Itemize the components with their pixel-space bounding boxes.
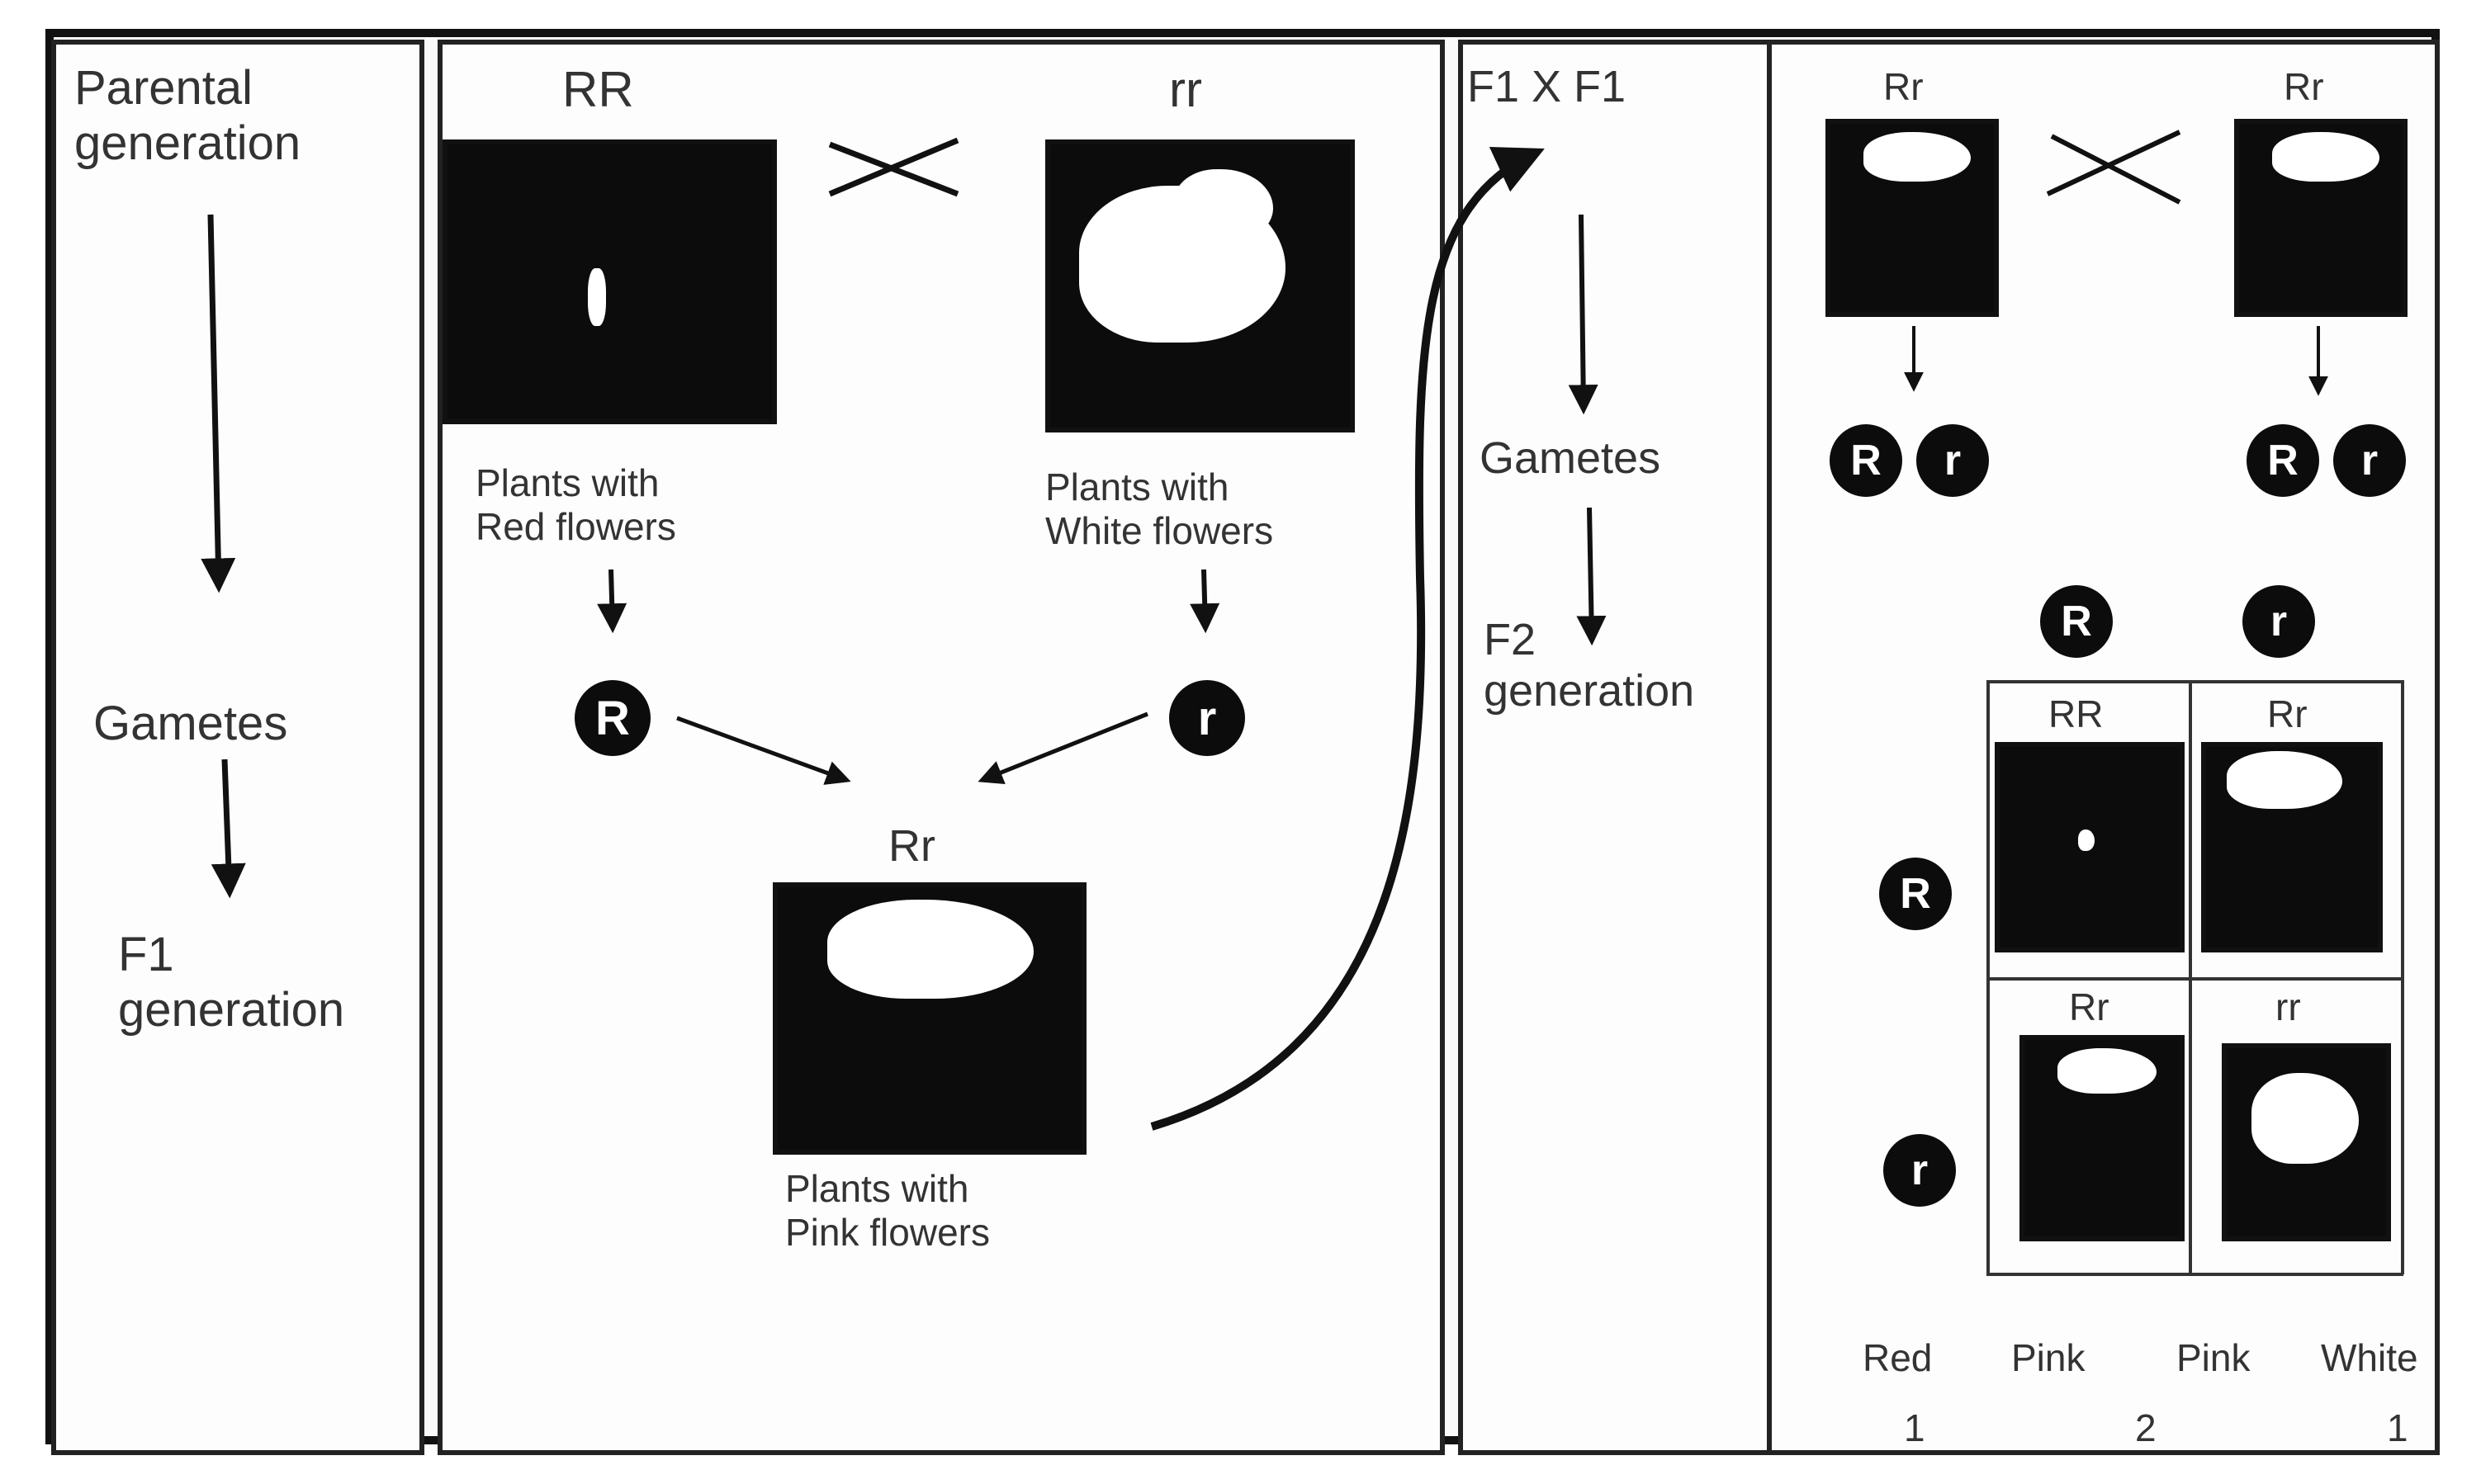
white-flower-plant-image [1045,139,1355,432]
punnett-column-header-R: R [2040,585,2113,658]
ratio-white: 1 [2387,1406,2408,1449]
gamete-r: r [1169,680,1245,756]
right-parent-genotype: Rr [2284,65,2324,108]
left-parent-genotype: Rr [1883,65,1924,108]
punnett-cell-Rr-top-label: Rr [2267,692,2308,735]
generation-labels-panel: Parental generation Gametes F1 generatio… [51,40,424,1455]
punnett-cell-RR-label: RR [2048,692,2104,735]
f2-cross-panel: Rr Rr R r R r R r R r RR Rr Rr rr Red Pi… [1767,40,2440,1455]
phenotype-red: Red [1863,1336,1933,1379]
right-gamete-R: R [2247,424,2319,497]
parental-cross-panel: RR rr Plants with Red flowers Plants wit… [438,40,1445,1455]
red-flower-plant-image [443,139,777,424]
punnett-Rr-pink-plant-image-2 [2019,1035,2185,1241]
punnett-Rr-pink-plant-image-1 [2201,742,2383,952]
punnett-column-header-r: r [2242,585,2315,658]
punnett-RR-red-plant-image [1995,742,2185,952]
gametes-label: Gametes [93,697,288,750]
ratio-pink: 2 [2135,1406,2157,1449]
phenotype-white: White [2321,1336,2418,1379]
f1-generation-label: F1 generation [118,928,345,1037]
f2-generation-label: F2 generation [1484,615,1695,716]
punnett-cell-Rr-bottom-label: Rr [2069,985,2109,1028]
pink-flowers-caption: Plants with Pink flowers [785,1167,990,1254]
parental-generation-label: Parental generation [74,61,301,170]
phenotype-pink-1: Pink [2011,1336,2086,1379]
punnett-row-header-r: r [1883,1134,1956,1207]
gamete-R: R [575,680,651,756]
punnett-row-header-R: R [1879,858,1952,930]
f1-genotype: Rr [888,821,935,871]
right-gamete-r: r [2333,424,2406,497]
white-parent-genotype: rr [1169,62,1202,117]
right-pink-plant-image [2234,119,2408,317]
white-flowers-caption: Plants with White flowers [1045,466,1274,552]
punnett-cell-rr-label: rr [2275,985,2301,1028]
f1-cross-labels-panel: F1 X F1 Gametes F2 generation [1458,40,1788,1455]
left-pink-plant-image [1825,119,1999,317]
red-flowers-caption: Plants with Red flowers [476,461,676,548]
f1-cross-label: F1 X F1 [1467,62,1626,111]
left-gamete-R: R [1830,424,1902,497]
ratio-red: 1 [1904,1406,1925,1449]
left-gamete-r: r [1916,424,1989,497]
phenotype-pink-2: Pink [2176,1336,2251,1379]
f1-gametes-label: Gametes [1480,433,1661,483]
punnett-rr-white-plant-image [2222,1043,2391,1241]
red-parent-genotype: RR [562,62,634,117]
pink-flower-plant-image [773,882,1087,1155]
